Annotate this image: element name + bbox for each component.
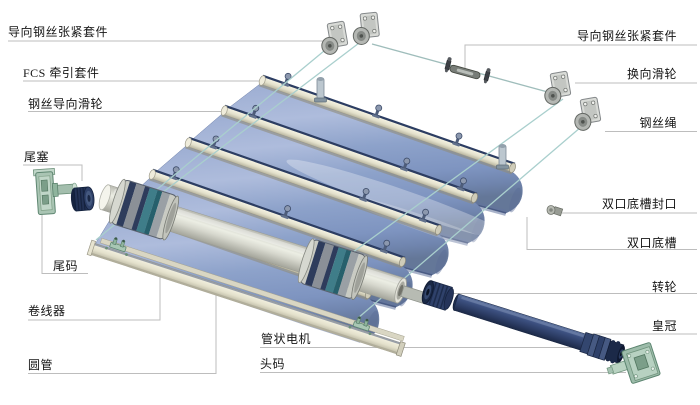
label-crown: 皇冠 (651, 319, 677, 333)
label-tail-plug: 尾塞 (24, 150, 50, 164)
slat-rail-2 (220, 103, 478, 205)
roller-tube-assembly (98, 178, 429, 305)
label-wire-rope: 钢丝绳 (639, 116, 677, 130)
bottom-channel (86, 234, 406, 357)
label-double-bottom-channel: 双口底槽 (626, 236, 677, 250)
reversing-pulley (570, 96, 603, 133)
guide-post (314, 76, 327, 103)
head-bracket (606, 342, 661, 384)
motor-drive-head (604, 340, 625, 364)
label-guide-wire-tension-kit-right: 导向钢丝张紧套件 (576, 29, 677, 43)
label-head-bracket: 头码 (260, 357, 286, 371)
label-tail-bracket: 尾码 (53, 259, 79, 273)
guide-post (496, 143, 509, 170)
tubular-motor (452, 293, 625, 364)
reversing-pulley (540, 70, 573, 107)
slat-rail-3 (184, 134, 442, 237)
guide-pulley (317, 20, 350, 57)
slat-rail-4 (148, 165, 406, 269)
label-cord-winder: 卷线器 (28, 304, 66, 318)
wire-rope (149, 39, 364, 203)
cord-winder-drum-2 (297, 238, 368, 300)
label-round-tube: 圆管 (28, 358, 54, 372)
tube-left-cap (98, 184, 112, 211)
wire-rope (337, 98, 564, 264)
label-wire-guide-pulley: 钢丝导向滑轮 (28, 97, 104, 111)
channel-end-seal (546, 205, 564, 217)
wire-tensioner (444, 57, 491, 84)
label-tubular-motor: 管状电机 (261, 332, 312, 346)
drive-wheel (421, 280, 454, 311)
label-guide-wire-tension-kit-left: 导向钢丝张紧套件 (8, 25, 109, 39)
label-fcs-traction-kit: FCS 牵引套件 (23, 66, 100, 80)
cord-winder-drum-1 (109, 178, 180, 241)
label-bottom-channel-seal: 双口底槽封口 (601, 197, 677, 211)
label-reversing-pulley: 换向滑轮 (626, 67, 677, 81)
tail-plug (70, 186, 95, 212)
motor-crown (586, 333, 612, 361)
tail-bracket (32, 168, 78, 216)
guide-pulley (350, 11, 381, 46)
label-drive-wheel: 转轮 (651, 280, 677, 294)
leader-lines (8, 40, 697, 374)
